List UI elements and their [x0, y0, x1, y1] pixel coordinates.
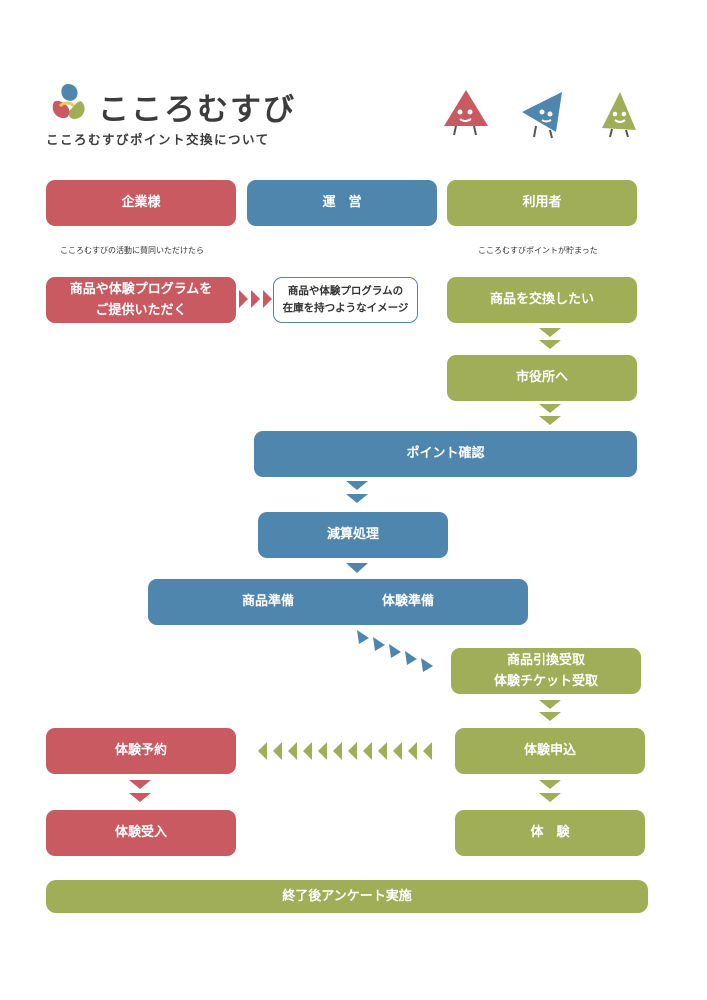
reservation-box: 体験予約: [46, 728, 236, 774]
arrow-down-icon: [346, 563, 368, 573]
experience-box: 体 験: [455, 810, 645, 856]
prep-box: 商品準備 体験準備: [148, 579, 528, 625]
receive-line2: 体験チケット受取: [493, 674, 598, 689]
arrow-down-icon: [539, 700, 561, 721]
arrow-right-icon: [239, 290, 272, 308]
user-cityhall-box: 市役所へ: [447, 355, 637, 401]
logo-icon: [52, 84, 85, 119]
arrow-down-icon: [539, 328, 561, 349]
company-note: こころむすびの活動に賛同いただけたら: [60, 246, 204, 255]
receive-box: 商品引換受取 体験チケット受取: [451, 648, 641, 694]
green-mascot-icon: [602, 92, 636, 138]
stock-image-box: 商品や体験プログラムの 在庫を持つようなイメージ: [273, 277, 418, 323]
page-subtitle: こころむすびポイント交換について: [46, 132, 270, 147]
survey-box: 終了後アンケート実施: [46, 880, 648, 913]
goods-prep-label: 商品準備: [241, 594, 294, 609]
red-mascot-icon: [444, 90, 488, 136]
apply-box: 体験申込: [455, 728, 645, 774]
column-header-operation: 運 営: [247, 180, 437, 226]
arrow-down-icon: [539, 780, 561, 802]
arrow-down-icon: [346, 481, 368, 503]
experience-prep-label: 体験準備: [381, 594, 434, 609]
acceptance-box: 体験受入: [46, 810, 236, 856]
arrow-down-icon: [539, 404, 561, 425]
user-exchange-box: 商品を交換したい: [447, 277, 637, 323]
blue-mascot-icon: [522, 92, 562, 139]
user-note: こころむすびポイントが貯まった: [478, 246, 598, 255]
column-header-company: 企業様: [46, 180, 236, 226]
receive-line1: 商品引換受取: [506, 653, 585, 668]
page-title: こころむすび: [98, 92, 296, 128]
arrow-down-icon: [129, 780, 151, 802]
deduction-box: 減算処理: [258, 512, 448, 558]
stock-line2: 在庫を持つようなイメージ: [282, 302, 409, 314]
company-offer-box: 商品や体験プログラムを ご提供いただく: [46, 277, 236, 323]
arrow-left-icon: [258, 742, 432, 760]
stock-line1: 商品や体験プログラムの: [287, 285, 404, 297]
arrow-diagonal-icon: [357, 630, 433, 672]
column-header-user: 利用者: [447, 180, 637, 226]
point-check-box: ポイント確認: [254, 431, 637, 477]
company-offer-line2: ご提供いただく: [95, 303, 187, 318]
company-offer-line1: 商品や体験プログラムを: [69, 282, 213, 297]
